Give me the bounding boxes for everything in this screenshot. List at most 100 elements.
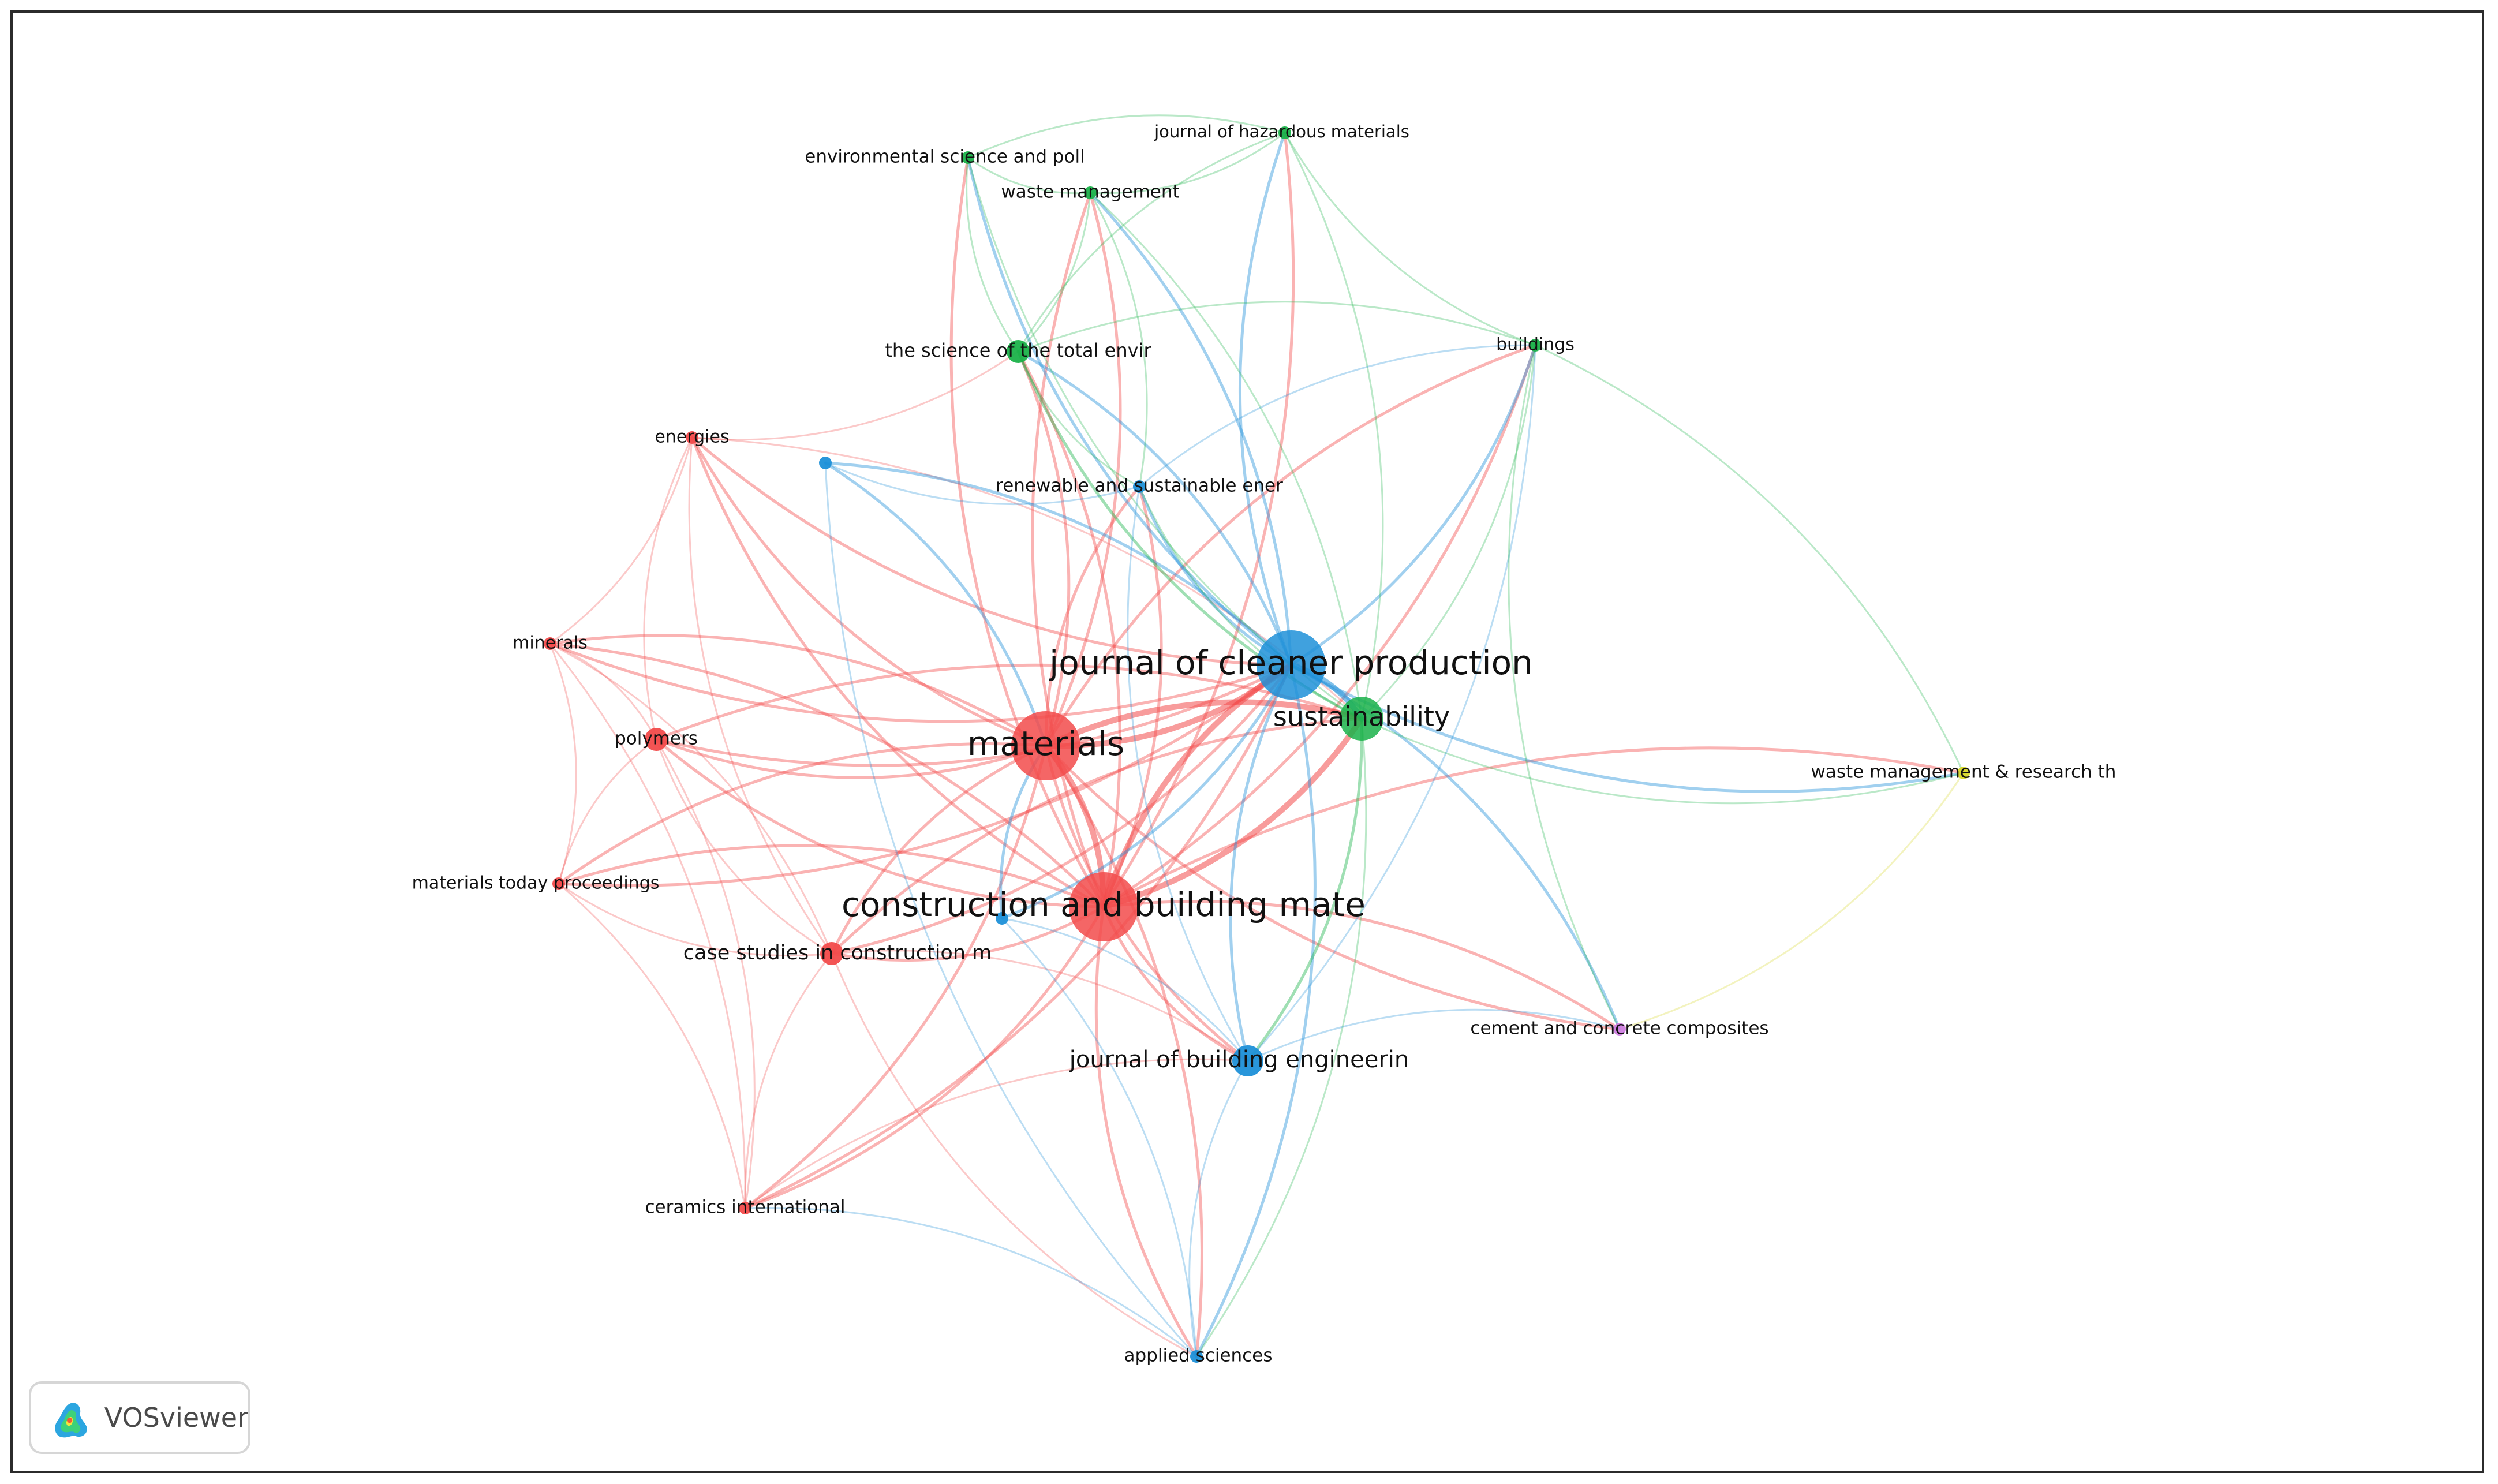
label-rser[interactable]: renewable and sustainable ener: [996, 476, 1283, 496]
nodes-layer: [544, 126, 1970, 1363]
node-applied[interactable]: [1190, 1350, 1203, 1363]
link-sustainability-wm: [1089, 192, 1363, 720]
link-buildings-wmr: [1534, 344, 1965, 774]
logo-text: VOSviewer: [104, 1402, 248, 1433]
link-jbe-ccc: [1247, 1008, 1621, 1062]
link-materials-ccc: [1044, 744, 1621, 1031]
link-cbm-rser: [1102, 485, 1163, 909]
link-cbm-applied: [1094, 905, 1198, 1358]
link-energies-jcp: [690, 436, 1293, 667]
label-wmr[interactable]: waste management & research th: [1811, 762, 2116, 783]
label-sustainability[interactable]: sustainability: [1273, 701, 1450, 732]
link-sustainability-rser: [1138, 485, 1363, 720]
link-cbm-csc: [830, 905, 1105, 962]
node-blue_small_2[interactable]: [996, 912, 1008, 925]
node-minerals[interactable]: [544, 637, 556, 650]
link-polymers-sustainability: [655, 663, 1363, 741]
link-minerals-mtp: [549, 642, 577, 885]
link-blue_small_1-applied: [824, 462, 1198, 1358]
link-ceramics-jcp: [743, 663, 1293, 1210]
node-rser[interactable]: [1133, 480, 1146, 493]
link-minerals-energies: [549, 436, 693, 645]
vosviewer-logo[interactable]: VOSviewer: [29, 1381, 250, 1454]
node-mtp[interactable]: [552, 877, 565, 890]
link-stoten-jhm: [1017, 132, 1286, 353]
node-jcp[interactable]: [1257, 630, 1326, 700]
link-cbm-buildings: [1102, 343, 1537, 909]
link-stoten-espr: [966, 156, 1019, 353]
link-jcp-espr: [966, 156, 1293, 667]
visualization-frame: [10, 10, 2484, 1473]
label-polymers[interactable]: polymers: [615, 728, 698, 749]
label-stoten[interactable]: the science of the total envir: [885, 339, 1151, 361]
links-layer: [548, 114, 1965, 1358]
link-cbm-stoten: [1016, 350, 1121, 909]
node-espr[interactable]: [962, 151, 974, 164]
link-rser-buildings: [1138, 344, 1536, 488]
link-sustainability-applied: [1195, 717, 1367, 1358]
link-jbe-buildings: [1247, 344, 1536, 1062]
label-jcp[interactable]: journal of cleaner production: [1048, 643, 1533, 682]
node-sustainability[interactable]: [1340, 697, 1383, 741]
link-sustainability-buildings: [1360, 344, 1536, 720]
link-cbm-minerals: [548, 642, 1105, 909]
link-jcp-applied: [1195, 663, 1317, 1358]
link-csc-sustainability: [830, 717, 1363, 955]
label-minerals[interactable]: minerals: [513, 633, 588, 653]
node-blue_small_1[interactable]: [819, 457, 832, 469]
label-cbm[interactable]: construction and building mate: [842, 885, 1366, 924]
node-jhm[interactable]: [1278, 126, 1291, 139]
link-mtp-jcp: [557, 663, 1293, 887]
link-ceramics-jbe: [744, 1058, 1249, 1209]
label-jhm[interactable]: journal of hazardous materials: [1154, 122, 1409, 141]
link-materials-rser: [1044, 485, 1141, 747]
label-espr[interactable]: environmental science and poll: [805, 147, 1085, 167]
link-csc-jcp: [830, 663, 1293, 955]
node-ccc[interactable]: [1613, 1023, 1626, 1036]
link-stoten-wm: [1017, 192, 1091, 353]
link-jcp-jhm: [1238, 131, 1293, 667]
label-ceramics[interactable]: ceramics international: [645, 1197, 845, 1218]
label-csc[interactable]: case studies in construction m: [683, 941, 992, 965]
link-cbm-ccc: [1102, 900, 1621, 1031]
node-materials[interactable]: [1011, 711, 1080, 780]
link-cbm-wm: [1031, 191, 1105, 909]
node-stoten[interactable]: [1007, 340, 1030, 363]
label-ccc[interactable]: cement and concrete composites: [1470, 1018, 1768, 1039]
link-stoten-rser: [1017, 350, 1140, 488]
link-polymers-minerals: [549, 642, 657, 741]
link-energies-stoten: [691, 350, 1019, 441]
label-wm[interactable]: waste management: [1001, 182, 1179, 203]
node-wmr[interactable]: [1957, 767, 1970, 779]
node-energies[interactable]: [686, 431, 698, 444]
link-csc-ceramics: [744, 952, 833, 1209]
link-espr-wm: [967, 156, 1091, 195]
link-minerals-jcp: [548, 642, 1293, 723]
link-materials-applied: [1044, 744, 1203, 1358]
link-applied-ceramics: [744, 1206, 1198, 1358]
link-wm-rser: [1089, 192, 1148, 488]
label-jbe[interactable]: journal of building engineerin: [1069, 1046, 1409, 1073]
node-cbm[interactable]: [1069, 872, 1138, 941]
link-blue_small_1-materials: [824, 461, 1048, 747]
node-ceramics[interactable]: [739, 1202, 751, 1214]
link-jcp-jbe: [1229, 663, 1293, 1063]
link-cbm-mtp: [557, 844, 1105, 909]
link-blue_small_1-rser: [824, 462, 1140, 506]
node-buildings[interactable]: [1529, 339, 1542, 352]
label-buildings[interactable]: buildings: [1496, 335, 1575, 355]
link-jbe-blue_small_2: [1001, 917, 1249, 1062]
label-mtp[interactable]: materials today proceedings: [412, 873, 660, 894]
label-materials[interactable]: materials: [967, 724, 1124, 763]
link-jhm-buildings: [1284, 132, 1536, 346]
label-energies[interactable]: energies: [655, 427, 729, 447]
link-csc-jbe: [831, 950, 1249, 1062]
vosviewer-density-icon: [55, 1403, 87, 1438]
node-wm[interactable]: [1084, 186, 1097, 199]
node-polymers[interactable]: [645, 728, 668, 751]
link-sustainability-jhm: [1284, 132, 1384, 720]
label-applied[interactable]: applied sciences: [1124, 1345, 1273, 1366]
node-csc[interactable]: [820, 942, 843, 965]
node-jbe[interactable]: [1232, 1045, 1263, 1076]
